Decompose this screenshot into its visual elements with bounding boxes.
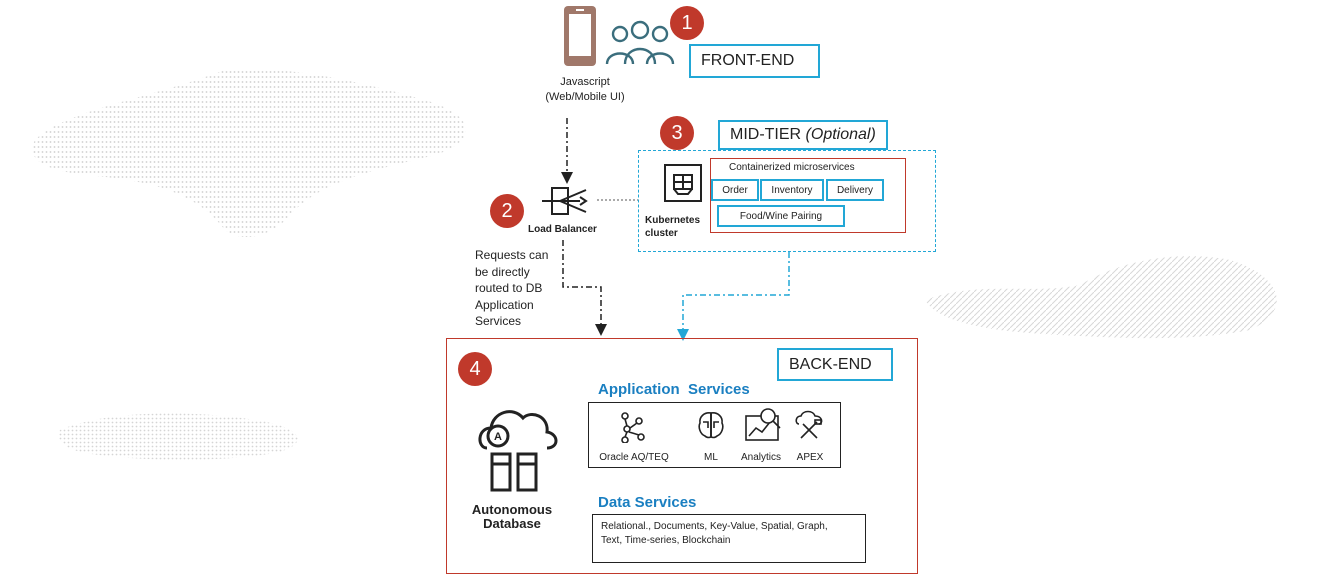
kubernetes-line2: cluster bbox=[645, 228, 678, 239]
autonomous-database-icon: A bbox=[478, 410, 558, 492]
application-services-title: Application Services bbox=[598, 381, 750, 398]
frontend-label: FRONT-END bbox=[689, 44, 820, 78]
apex-tools-icon bbox=[795, 410, 823, 439]
loadbalancer-label: Load Balancer bbox=[528, 224, 597, 235]
microservice-delivery: Delivery bbox=[826, 179, 884, 201]
backend-label: BACK-END bbox=[777, 348, 893, 381]
microservice-order: Order bbox=[711, 179, 759, 201]
client-tech-label: Javascript (Web/Mobile UI) bbox=[530, 75, 640, 105]
db-label-line1: Autonomous bbox=[471, 502, 553, 517]
midtier-to-backend-connector bbox=[677, 252, 790, 341]
autonomous-database-label: Autonomous Database bbox=[462, 503, 562, 531]
kubernetes-line1: Kubernetes bbox=[645, 215, 701, 226]
loadbalancer-step-badge: 2 bbox=[490, 194, 524, 228]
app-service-label: Oracle AQ/TEQ bbox=[599, 452, 669, 463]
midtier-frame bbox=[638, 150, 936, 252]
analytics-chart-icon bbox=[745, 408, 781, 441]
note-line: Application bbox=[475, 297, 534, 312]
kubernetes-label: Kubernetes cluster bbox=[645, 214, 700, 240]
data-services-title: Data Services bbox=[598, 494, 697, 511]
app-service-label: APEX bbox=[796, 452, 824, 463]
users-group-icon bbox=[605, 20, 675, 64]
note-line: Services bbox=[475, 314, 522, 328]
client-tech-line1: Javascript bbox=[560, 76, 610, 88]
lb-to-backend-connector bbox=[562, 240, 607, 336]
mobile-phone-icon bbox=[564, 6, 596, 66]
brain-icon bbox=[698, 412, 724, 439]
network-nodes-icon bbox=[621, 412, 645, 443]
backend-step-badge: 4 bbox=[458, 352, 492, 386]
microservice-food-wine-pairing: Food/Wine Pairing bbox=[717, 205, 845, 227]
application-services-box bbox=[588, 402, 841, 468]
app-service-label: Analytics bbox=[740, 452, 781, 463]
midtier-label-main: MID-TIER bbox=[730, 126, 806, 143]
midtier-label-optional: (Optional) bbox=[805, 126, 876, 143]
backend-frame bbox=[446, 338, 918, 574]
app-service-label: ML bbox=[704, 452, 718, 463]
note-line: Requests can bbox=[475, 248, 549, 262]
midtier-step-badge: 3 bbox=[660, 116, 694, 150]
microservices-frame bbox=[710, 158, 906, 233]
data-services-line1: Relational., Documents, Key-Value, Spati… bbox=[601, 521, 828, 532]
frontend-step-badge: 1 bbox=[670, 6, 704, 40]
note-line: be directly bbox=[475, 264, 530, 279]
client-tech-line2: (Web/Mobile UI) bbox=[545, 91, 625, 103]
world-map-texture-left bbox=[32, 69, 466, 238]
microservices-title: Containerized microservices bbox=[729, 162, 855, 173]
data-services-line2: Text, Time-series, Blockchain bbox=[601, 535, 731, 546]
microservice-inventory: Inventory bbox=[760, 179, 824, 201]
db-label-line2: Database bbox=[483, 516, 541, 531]
direct-routing-note: Requests can be directly routed to DB Ap… bbox=[475, 247, 548, 330]
world-map-texture-right bbox=[925, 256, 1277, 339]
load-balancer-icon bbox=[542, 187, 588, 215]
world-map-texture-bottom-left bbox=[58, 413, 298, 460]
midtier-label: MID-TIER (Optional) bbox=[718, 120, 888, 150]
data-services-box: Relational., Documents, Key-Value, Spati… bbox=[592, 514, 866, 563]
kubernetes-icon bbox=[664, 164, 702, 202]
svg-text:A: A bbox=[494, 431, 502, 443]
note-line: routed to DB bbox=[475, 281, 543, 295]
